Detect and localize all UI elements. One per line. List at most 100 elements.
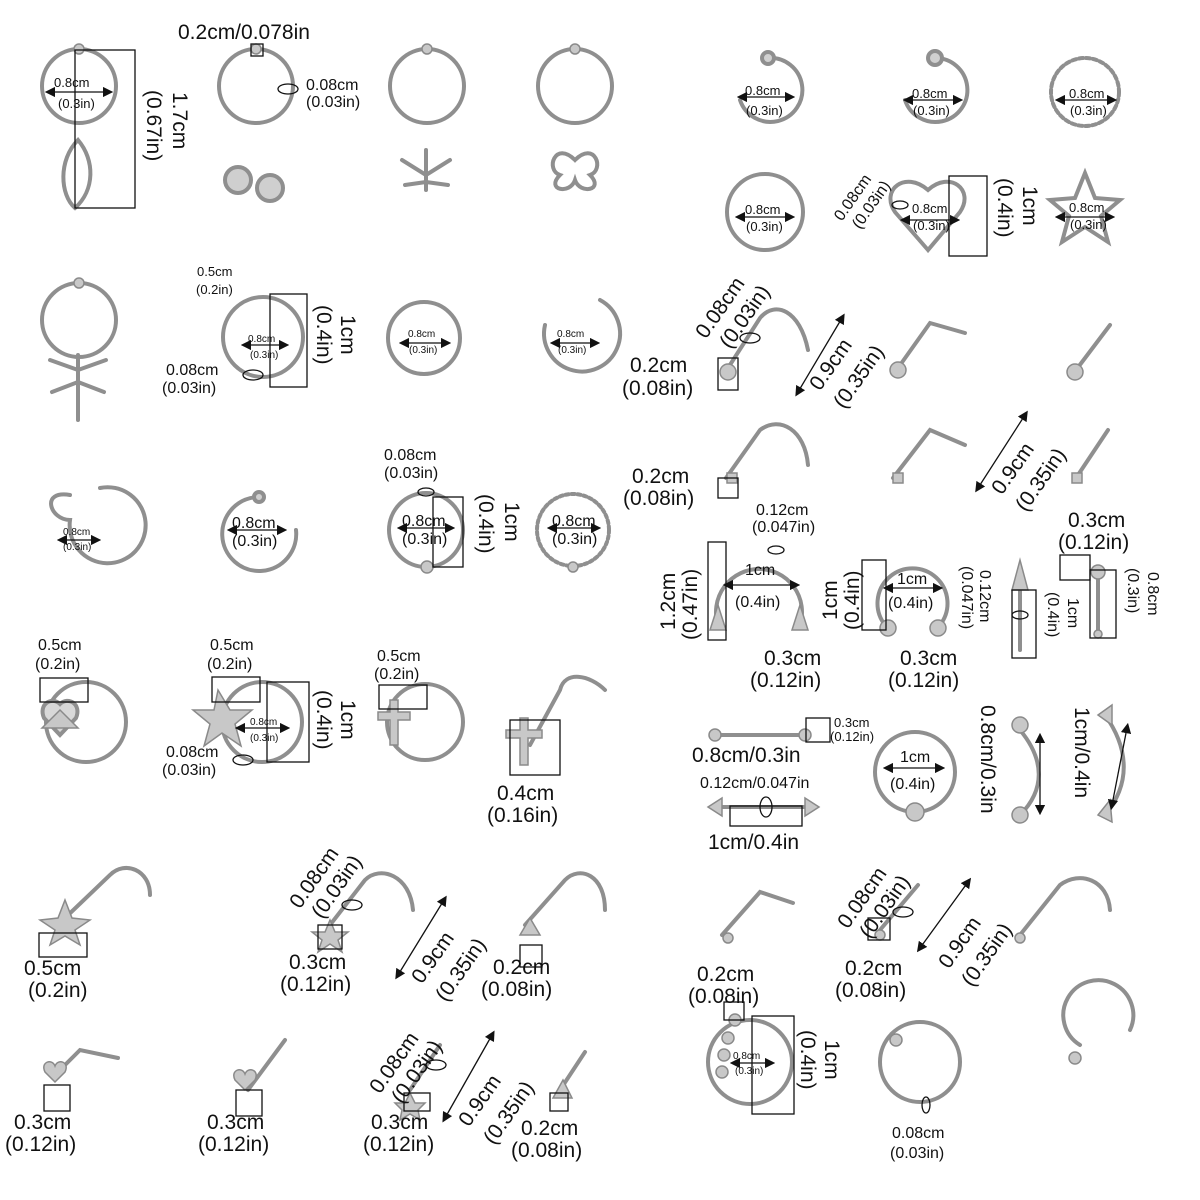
dim-label: (0.047in) — [752, 519, 816, 536]
dim-label: 0.8cm — [248, 334, 276, 345]
dim-label: 1.2cm — [657, 572, 680, 630]
dim-label: 1cm — [900, 749, 931, 766]
dim-label: 0.12cm — [756, 502, 809, 519]
cross-ring — [385, 682, 465, 762]
ball-closure-ring — [873, 730, 957, 814]
dim-label: 0.2cm — [630, 354, 688, 377]
dim-label: (0.3in) — [913, 218, 950, 233]
dim-label: 0.3cm — [1068, 509, 1126, 532]
dim-label: (0.12in) — [888, 669, 960, 692]
cannabis-charm-icon — [400, 148, 452, 192]
dim-label: (0.2in) — [35, 656, 81, 673]
dim-label: 0.3cm — [207, 1111, 265, 1134]
dim-label: (0.3in) — [58, 96, 95, 111]
dim-label: 0.3cm — [834, 715, 870, 730]
dim-label: (0.12in) — [198, 1133, 270, 1156]
dim-label: (0.12in) — [5, 1133, 77, 1156]
open-ring-1 — [738, 55, 805, 124]
dim-label: 0.3cm — [764, 647, 822, 670]
dim-label: 0.08cm — [892, 1125, 945, 1142]
ring-cherry-charm — [217, 47, 295, 125]
dim-label: 0.08cm — [384, 447, 437, 464]
dim-label: 0.8cm — [250, 717, 278, 728]
dim-label: (0.47in) — [679, 568, 702, 640]
dim-label: 0.2cm/0.078in — [178, 21, 310, 44]
dim-label: 0.12cm — [976, 570, 993, 623]
dim-label: (0.12in) — [830, 729, 875, 744]
dim-label: 0.5cm — [197, 264, 233, 279]
dim-label: (0.12in) — [1058, 531, 1130, 554]
dim-label: (0.3in) — [232, 533, 278, 550]
dim-label: 0.8cm — [232, 515, 276, 532]
crystal-open-hoop — [1061, 978, 1136, 1047]
dim-label: 1cm — [336, 315, 359, 355]
dim-label: 0.8cm — [552, 513, 596, 530]
dim-label: 0.5cm — [210, 637, 254, 654]
dim-label: (0.08in) — [835, 979, 907, 1002]
straight-stud-flat — [1074, 428, 1110, 480]
horseshoe-spike — [714, 567, 804, 627]
dim-label: (0.3in) — [1070, 217, 1107, 232]
dim-label: 0.8cm — [912, 201, 948, 216]
l-shape-ball — [896, 320, 967, 370]
dim-label: 1cm/0.4in — [1070, 707, 1093, 799]
crystal-cluster-hoop — [706, 1018, 794, 1106]
l-shape-flat — [891, 427, 967, 480]
dim-label: (0.16in) — [487, 804, 559, 827]
dim-label: (0.12in) — [280, 973, 352, 996]
dim-label: 0.3cm — [289, 951, 347, 974]
dim-label: 0.8cm — [733, 1051, 761, 1062]
screw-nose-flat — [724, 422, 810, 480]
dim-label: 1cm — [1064, 598, 1081, 629]
dim-label: (0.3in) — [735, 1066, 764, 1077]
dim-label: (0.12in) — [750, 669, 822, 692]
heart-ring — [888, 179, 967, 254]
dim-label: (0.4in) — [735, 594, 781, 611]
dim-label: 0.8cm — [1144, 572, 1161, 616]
dim-label: 0.3cm — [14, 1111, 72, 1134]
dim-label: (0.3in) — [746, 219, 783, 234]
dim-label: (0.4in) — [1044, 592, 1061, 638]
cherry-charm-icon-2 — [255, 173, 285, 203]
dim-label: 0.8cm — [63, 527, 91, 538]
dim-label: (0.08in) — [623, 487, 695, 510]
dim-label: (0.4in) — [888, 595, 934, 612]
dim-label: (0.03in) — [384, 465, 439, 482]
crystal-screw — [1018, 876, 1112, 937]
dim-label: 0.5cm — [38, 637, 82, 654]
dim-label: 0.2cm — [632, 465, 690, 488]
dim-label: 0.8cm — [912, 86, 948, 101]
dim-label: (0.047in) — [958, 566, 975, 630]
dim-label: (0.3in) — [1124, 568, 1141, 614]
open-ball-hoop — [220, 495, 299, 573]
dim-label: (0.3in) — [250, 350, 279, 361]
dim-label: 0.12cm/0.047in — [700, 775, 810, 792]
dragonfly-charm-icon — [48, 353, 108, 422]
dim-label: (0.3in) — [746, 103, 783, 118]
dim-label: (0.03in) — [890, 1145, 945, 1162]
curved-barbell — [1018, 728, 1041, 817]
dim-label: (0.4in) — [993, 178, 1016, 238]
dim-label: 0.8cm/0.3in — [692, 744, 801, 767]
butterfly-charm-icon — [550, 151, 600, 191]
dim-label: 0.08cm — [166, 362, 219, 379]
open-ring-2 — [903, 55, 970, 124]
dim-label: (0.08in) — [622, 377, 694, 400]
dim-label: (0.3in) — [250, 733, 279, 744]
ring-dragonfly-charm — [40, 281, 118, 359]
dim-label: 0.8cm — [745, 202, 781, 217]
dim-label: (0.4in) — [796, 1030, 819, 1090]
dim-label: (0.4in) — [312, 305, 335, 365]
dim-label: (0.3in) — [63, 542, 92, 553]
star-bone-stud — [408, 1043, 442, 1092]
dim-label: 1cm — [897, 571, 928, 588]
dim-label: (0.3in) — [1070, 103, 1107, 118]
dim-label: 0.8cm — [402, 513, 446, 530]
dim-label: 0.5cm — [377, 648, 421, 665]
dim-label: 1cm — [1018, 186, 1041, 226]
plain-ring — [725, 172, 805, 252]
straight-stud-ball — [1074, 323, 1112, 372]
nose-hoop-flat-end — [542, 298, 623, 374]
leaf-charm-icon — [61, 137, 93, 211]
